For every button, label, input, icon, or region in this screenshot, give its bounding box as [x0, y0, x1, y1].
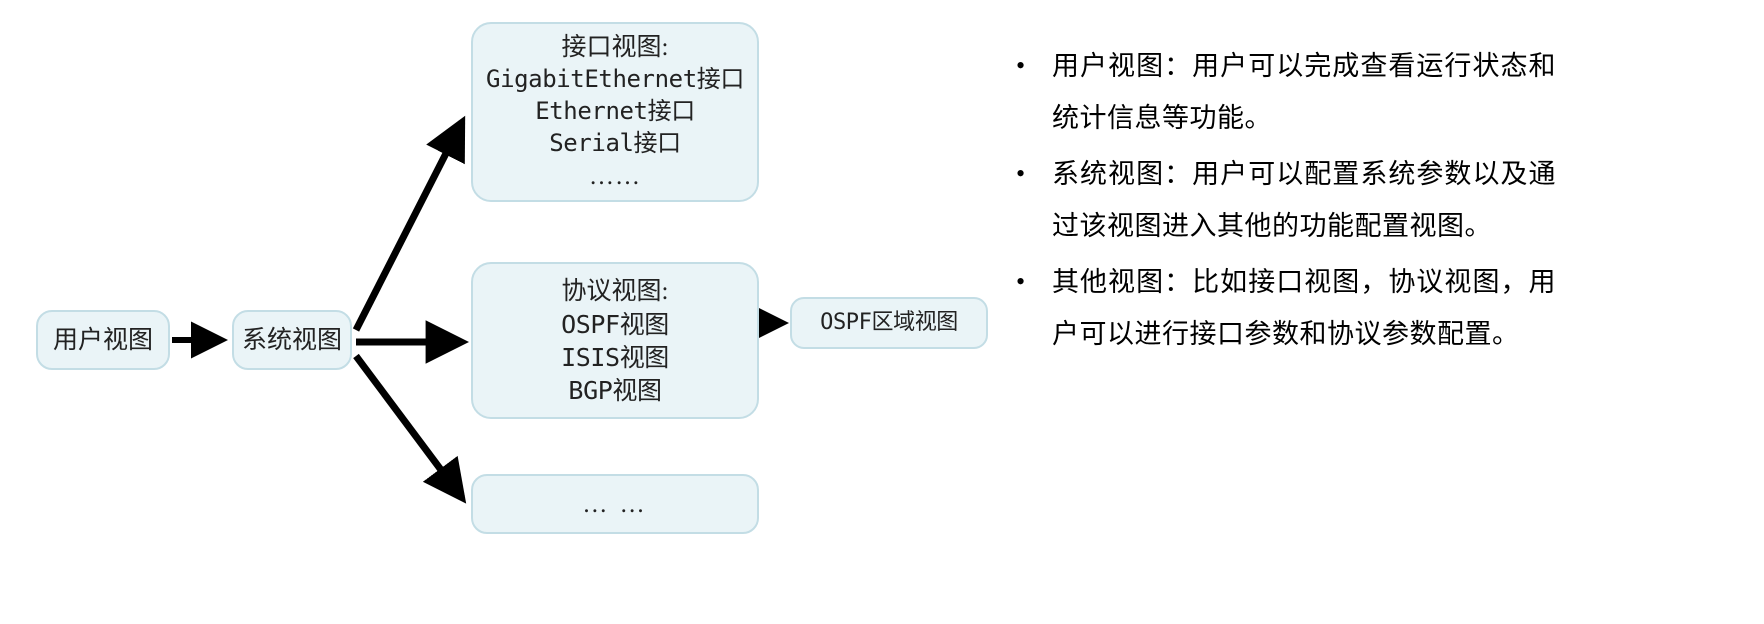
bullet-text-user-view: 用户视图：用户可以完成查看运行状态和统计信息等功能。: [1052, 51, 1556, 133]
list-item: • 系统视图：用户可以配置系统参数以及通过该视图进入其他的功能配置视图。: [1004, 148, 1556, 252]
bullet-marker-icon: •: [1016, 51, 1026, 80]
node-system-view-line-1: 系统视图: [241, 326, 342, 354]
bullet-list: • 用户视图：用户可以完成查看运行状态和统计信息等功能。 • 系统视图：用户可以…: [1004, 40, 1556, 364]
bullet-text-other-view: 其他视图：比如接口视图，协议视图，用户可以进行接口参数和协议参数配置。: [1052, 267, 1556, 349]
node-user-view[interactable]: 用户视图: [36, 310, 170, 370]
node-more-view-ellipsis: … …: [582, 490, 648, 518]
node-protocol-view-title: 协议视图:: [561, 277, 669, 305]
node-interface-view-item-ethernet: Ethernet接口: [535, 97, 695, 126]
node-ospf-area-view[interactable]: OSPF区域视图: [790, 297, 988, 349]
arrow-system-to-more: [353, 353, 467, 504]
node-user-view-line-1: 用户视图: [52, 326, 153, 354]
node-interface-view-title: 接口视图:: [561, 34, 669, 62]
bullet-marker-icon: •: [1016, 267, 1026, 296]
node-interface-view-ellipsis: ……: [589, 162, 641, 190]
node-ospf-area-view-label: OSPF区域视图: [820, 310, 958, 336]
bullet-text-system-view: 系统视图：用户可以配置系统参数以及通过该视图进入其他的功能配置视图。: [1052, 159, 1556, 241]
node-protocol-view-item-bgp: BGP视图: [568, 375, 662, 405]
node-interface-view-item-serial: Serial接口: [549, 128, 681, 157]
node-system-view[interactable]: 系统视图: [232, 310, 352, 370]
node-protocol-view[interactable]: 协议视图: OSPF视图 ISIS视图 BGP视图: [471, 262, 759, 419]
list-item: • 用户视图：用户可以完成查看运行状态和统计信息等功能。: [1004, 40, 1556, 144]
arrow-system-to-interface: [352, 115, 466, 332]
node-more-view[interactable]: … …: [471, 474, 759, 534]
bullet-marker-icon: •: [1016, 159, 1026, 188]
node-protocol-view-item-ospf: OSPF视图: [561, 309, 669, 339]
node-protocol-view-item-isis: ISIS视图: [561, 342, 669, 372]
list-item: • 其他视图：比如接口视图，协议视图，用户可以进行接口参数和协议参数配置。: [1004, 256, 1556, 360]
node-interface-view[interactable]: 接口视图: GigabitEthernet接口 Ethernet接口 Seria…: [471, 22, 759, 202]
node-interface-view-item-gigabitethernet: GigabitEthernet接口: [486, 65, 744, 94]
